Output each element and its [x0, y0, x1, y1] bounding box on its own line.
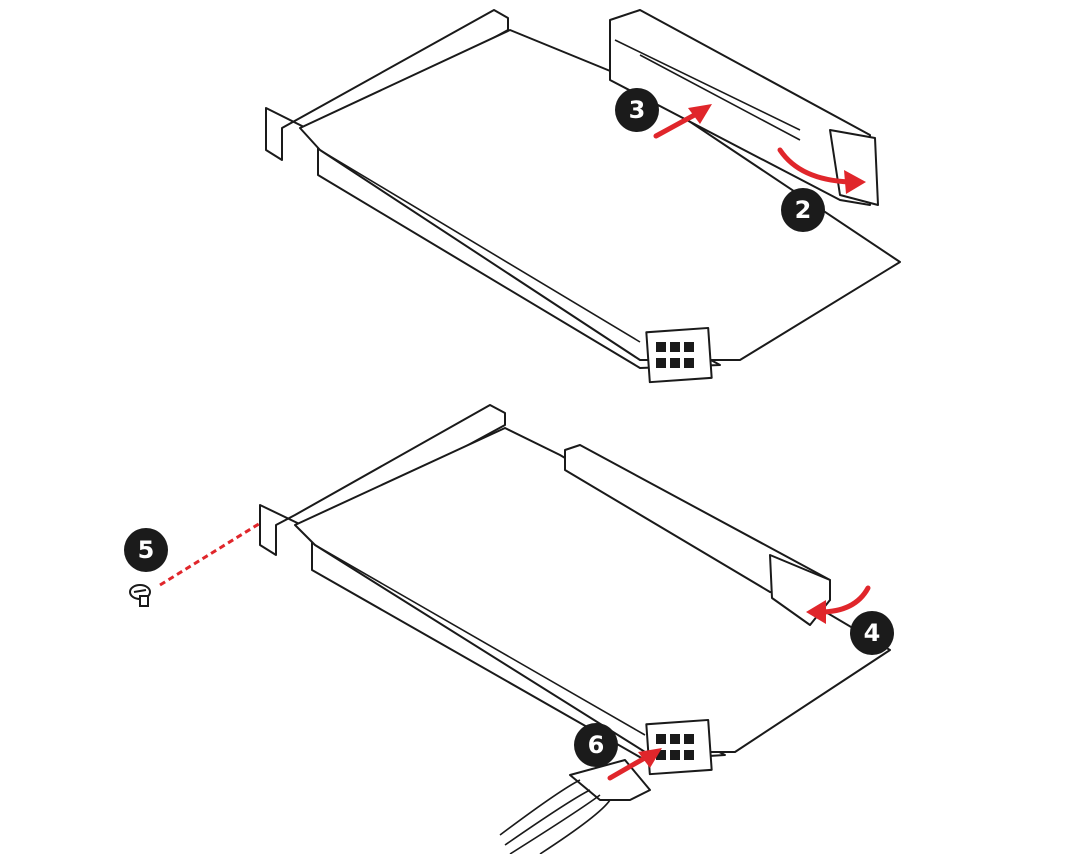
slot-latch: [829, 129, 879, 206]
step-badge-4: 4: [850, 611, 894, 655]
arrow-insert-3: [653, 109, 703, 139]
bottom-power-connector: [645, 718, 713, 776]
top-connector-pins: [656, 342, 694, 368]
arrow-latch-2: [777, 147, 853, 185]
step-badge-2: 2: [781, 188, 825, 232]
bottom-card-board: [294, 427, 891, 753]
screw-icon: [129, 584, 151, 607]
top-graphics-card: [265, 9, 901, 384]
power-cable-wires: [499, 779, 611, 854]
top-card-board: [299, 29, 901, 361]
step-badge-3: 3: [615, 88, 659, 132]
screw-path-dashed: [159, 520, 263, 587]
step-badge-6: 6: [574, 723, 618, 767]
top-power-connector: [645, 326, 713, 384]
step-badge-5: 5: [124, 528, 168, 572]
bottom-connector-pins: [656, 734, 694, 760]
bottom-graphics-card: [259, 404, 891, 854]
